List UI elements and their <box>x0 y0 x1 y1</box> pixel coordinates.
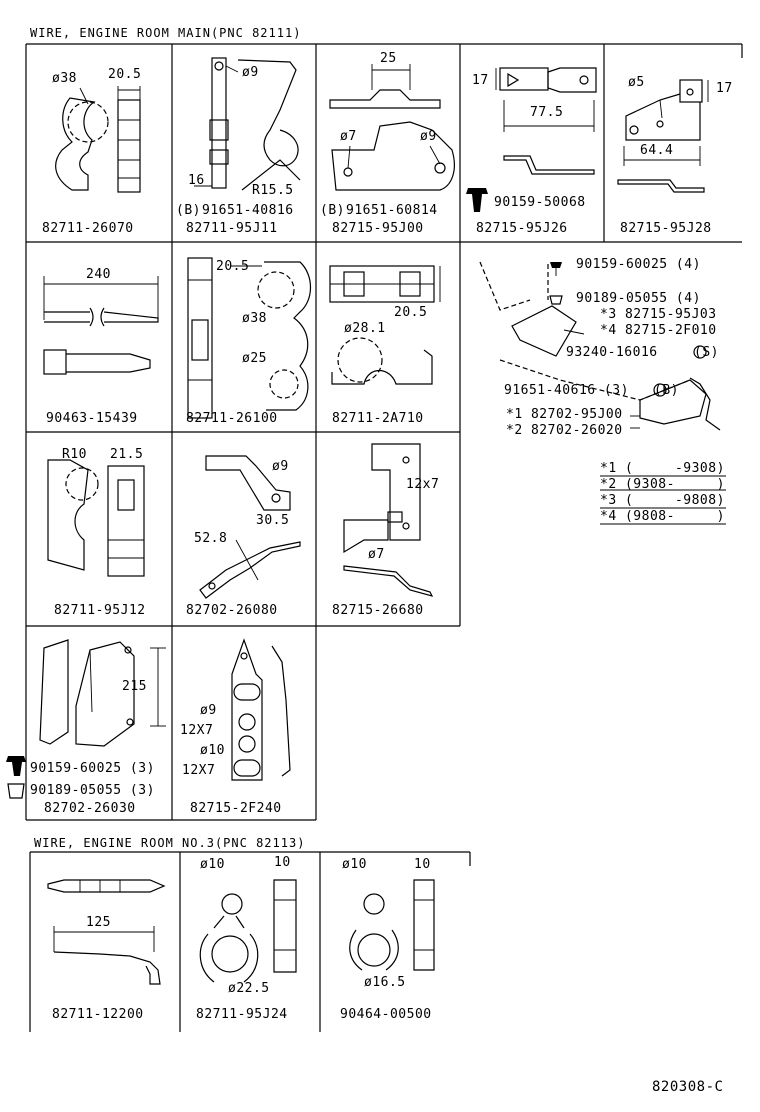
clip-drawing-15 <box>199 879 297 983</box>
dim-label: ø9 <box>420 129 437 144</box>
assembly-label: *1 82702-95J00 <box>506 407 623 422</box>
section2-grid <box>29 851 471 1032</box>
ref-part: 90159-50068 <box>494 195 586 210</box>
dim-label: R10 <box>62 447 87 462</box>
dim-label: ø7 <box>368 547 385 562</box>
dim-label: ø22.5 <box>228 981 270 996</box>
dim-label: 20.5 <box>394 305 428 320</box>
ref-part: 91651-40816 <box>202 203 294 218</box>
part-number: 82711-95J12 <box>54 603 146 618</box>
assembly-label: *3 82715-95J03 <box>600 307 717 322</box>
part-number: 82715-95J28 <box>620 221 712 236</box>
dim-label: 21.5 <box>110 447 144 462</box>
part-number: 82715-95J26 <box>476 221 568 236</box>
assembly-mark-b: (B) <box>654 383 679 398</box>
bracket-drawing-3 <box>329 64 455 191</box>
diagram-code: 820308-C <box>652 1079 724 1095</box>
dim-label: 12x7 <box>406 477 440 492</box>
part-number: 82711-2A710 <box>332 411 424 426</box>
ref-mark-b: (B) <box>176 203 201 218</box>
clamp-drawing-8 <box>329 265 441 385</box>
dim-label: 125 <box>86 915 111 930</box>
part-number: 82711-12200 <box>52 1007 144 1022</box>
part-number: 82715-2F240 <box>190 801 282 816</box>
ref-part: 91651-60814 <box>346 203 438 218</box>
dim-label: ø38 <box>52 71 77 86</box>
legend-item: *3 ( -9808) <box>600 493 725 508</box>
dim-label: 52.8 <box>194 531 228 546</box>
part-number: 82715-95J00 <box>332 221 424 236</box>
assembly-label: 91651-40616 (3) <box>504 383 629 398</box>
dim-label: 17 <box>716 81 733 96</box>
dim-label: 30.5 <box>256 513 290 528</box>
tie-drawing-14 <box>47 879 166 985</box>
dim-label: 64.4 <box>640 143 674 158</box>
assembly-label: *4 82715-2F010 <box>600 323 717 338</box>
part-number: 82711-95J11 <box>186 221 278 236</box>
section1-title: WIRE, ENGINE ROOM MAIN(PNC 82111) <box>30 26 302 40</box>
dim-label: 215 <box>122 679 147 694</box>
dim-label: ø9 <box>200 703 217 718</box>
dim-label: 12X7 <box>180 723 214 738</box>
clamp-drawing-7 <box>187 257 312 419</box>
ref-part: 90159-60025 (3) <box>30 761 155 776</box>
dim-label: ø9 <box>272 459 289 474</box>
bracket-drawing-5 <box>617 79 709 193</box>
dim-label: ø28.1 <box>344 321 386 336</box>
dim-label: ø25 <box>242 351 267 366</box>
legend-item: *2 (9308- ) <box>600 477 725 492</box>
clamp-drawing-1 <box>55 86 141 193</box>
part-number: 82711-95J24 <box>196 1007 288 1022</box>
dim-label: ø10 <box>200 743 225 758</box>
cover-drawing-12 <box>6 639 166 799</box>
part-number: 82702-26030 <box>44 801 136 816</box>
dim-label: 16 <box>188 173 205 188</box>
dim-label: 20.5 <box>108 67 142 82</box>
dim-label: ø9 <box>242 65 259 80</box>
assembly-mark-s: (S) <box>694 345 719 360</box>
dim-label: ø7 <box>340 129 357 144</box>
part-number: 90463-15439 <box>46 411 138 426</box>
assembly-drawing <box>479 261 721 431</box>
clip-drawing-16 <box>349 879 435 971</box>
part-number: 82715-26680 <box>332 603 424 618</box>
assembly-label: 93240-16016 <box>566 345 658 360</box>
dim-label: 77.5 <box>530 105 564 120</box>
legend-item: *1 ( -9308) <box>600 461 725 476</box>
part-number: 82711-26100 <box>186 411 278 426</box>
dim-label: ø38 <box>242 311 267 326</box>
dim-label: R15.5 <box>252 183 294 198</box>
bracket-drawing-10 <box>199 455 301 599</box>
legend-item: *4 (9808- ) <box>600 509 725 524</box>
bracket-drawing-11 <box>343 443 434 597</box>
dim-label: 10 <box>274 855 291 870</box>
ref-mark-b: (B) <box>320 203 345 218</box>
dim-label: 20.5 <box>216 259 250 274</box>
assembly-label: *2 82702-26020 <box>506 423 623 438</box>
dim-label: ø16.5 <box>364 975 406 990</box>
tie-drawing-6 <box>43 276 159 375</box>
dim-label: 17 <box>472 73 489 88</box>
part-number: 82702-26080 <box>186 603 278 618</box>
dim-label: 10 <box>414 857 431 872</box>
dim-label: ø10 <box>342 857 367 872</box>
dim-label: 25 <box>380 51 397 66</box>
dim-label: ø10 <box>200 857 225 872</box>
ref-part: 90189-05055 (3) <box>30 783 155 798</box>
dim-label: 240 <box>86 267 111 282</box>
part-number: 82711-26070 <box>42 221 134 236</box>
legend-lines <box>600 475 726 525</box>
assembly-label: 90159-60025 (4) <box>576 257 701 272</box>
section1-grid <box>25 43 743 821</box>
section2-title: WIRE, ENGINE ROOM NO.3(PNC 82113) <box>34 836 306 850</box>
dim-label: ø5 <box>628 75 645 90</box>
bracket-drawing-4 <box>466 67 597 212</box>
bracket-drawing-13 <box>231 638 291 781</box>
part-number: 90464-00500 <box>340 1007 432 1022</box>
clamp-drawing-9 <box>47 459 145 577</box>
assembly-label: 90189-05055 (4) <box>576 291 701 306</box>
dim-label: 12X7 <box>182 763 216 778</box>
clamp-drawing-2 <box>194 57 301 191</box>
